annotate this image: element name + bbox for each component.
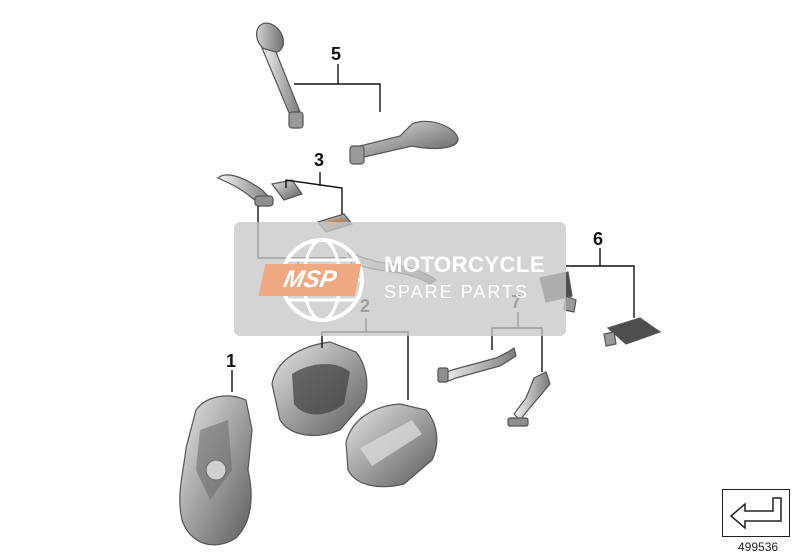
callout-5: 5 (331, 44, 341, 64)
watermark-banner: MSP MOTORCYCLE SPARE PARTS (234, 222, 566, 336)
back-navigation-button[interactable] (722, 489, 790, 537)
leader-3 (285, 172, 343, 214)
part-clutch-lever[interactable] (216, 174, 274, 207)
part-footrest-lower[interactable] (603, 317, 662, 347)
callout-3: 3 (314, 150, 324, 170)
part-mirror-right[interactable] (349, 120, 459, 165)
callout-1: 1 (226, 351, 236, 371)
watermark-logo: MSP (258, 264, 362, 296)
diagram-reference-number: 499536 (738, 540, 779, 554)
part-cylinder-head-cover-right[interactable] (345, 403, 438, 488)
part-mirror-left[interactable] (251, 18, 304, 129)
callout-6: 6 (593, 229, 603, 249)
part-reservoir-cover-small[interactable] (270, 179, 303, 201)
part-engine-cover[interactable] (179, 395, 253, 546)
watermark-brand: MOTORCYCLE (384, 252, 546, 277)
watermark-subtitle: SPARE PARTS (384, 282, 530, 302)
part-shift-lever[interactable] (437, 347, 517, 383)
arrow-back-icon (729, 497, 782, 530)
part-brake-pedal[interactable] (507, 371, 551, 427)
leader-6 (566, 248, 635, 318)
leader-5 (294, 64, 381, 112)
part-cylinder-head-cover-left[interactable] (271, 341, 368, 437)
